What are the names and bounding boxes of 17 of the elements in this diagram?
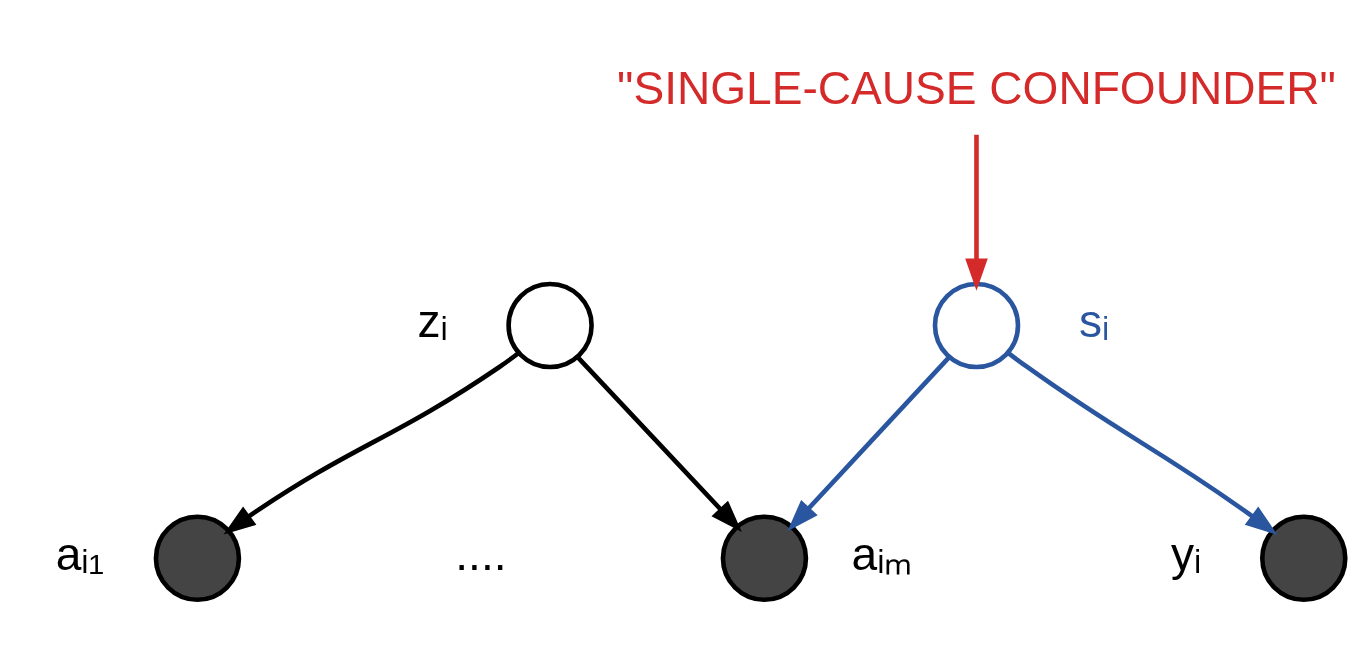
node-label: yᵢ [1171, 527, 1202, 580]
node-circle [506, 281, 594, 369]
node-label: sᵢ [1078, 294, 1110, 347]
node-circle [1260, 514, 1348, 602]
node-circle [932, 281, 1021, 369]
node-circle [720, 514, 809, 602]
label: .... [455, 527, 507, 580]
arrow [787, 355, 951, 531]
node-label: aᵢ₁ [55, 527, 105, 580]
arrow [1007, 350, 1278, 535]
node-text: "SINGLE-CAUSE CONFOUNDER" [617, 61, 1336, 114]
node-circle [153, 514, 242, 602]
node-label: aᵢₘ [851, 527, 913, 580]
arrow [576, 355, 742, 532]
arrow [965, 134, 988, 291]
node-label: zᵢ [417, 294, 448, 347]
arrow [223, 350, 520, 535]
